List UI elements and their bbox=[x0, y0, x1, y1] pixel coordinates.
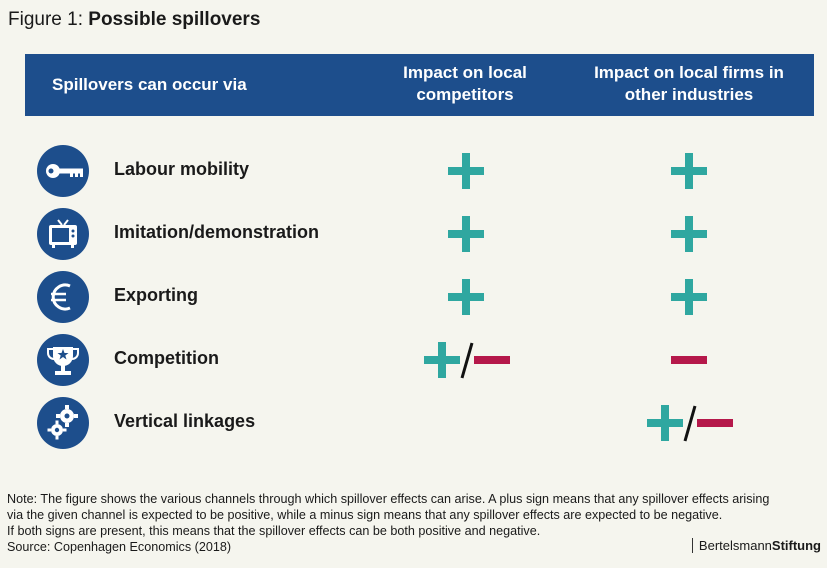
note-line: Note: The figure shows the various chann… bbox=[7, 492, 770, 506]
row-label: Vertical linkages bbox=[114, 411, 256, 431]
gears-icon bbox=[37, 397, 89, 449]
plus-sign bbox=[448, 153, 484, 189]
plus-minus-sign bbox=[424, 342, 510, 379]
header-other-industries: Impact on local firms in other industrie… bbox=[583, 62, 795, 106]
row-label: Exporting bbox=[114, 285, 198, 305]
row-label: Imitation/demonstration bbox=[114, 222, 320, 242]
row-label: Labour mobility bbox=[114, 159, 249, 179]
note-line: via the given channel is expected to be … bbox=[7, 508, 723, 522]
euro-icon bbox=[37, 271, 89, 323]
brand-part2: Stiftung bbox=[771, 538, 821, 553]
note-line: If both signs are present, this means th… bbox=[7, 524, 541, 538]
figure-prefix: Figure 1: bbox=[8, 9, 83, 30]
tv-icon bbox=[37, 208, 89, 260]
key-icon bbox=[37, 145, 89, 197]
figure-title: Figure 1: Possible spillovers bbox=[8, 9, 260, 31]
brand-logo: BertelsmannStiftung bbox=[691, 538, 821, 553]
header-channel: Spillovers can occur via bbox=[52, 75, 247, 94]
row-label: Competition bbox=[114, 348, 219, 368]
plus-sign bbox=[448, 216, 484, 252]
plus-sign bbox=[448, 279, 484, 315]
plus-sign bbox=[671, 153, 707, 189]
trophy-icon bbox=[37, 334, 89, 386]
plus-minus-sign bbox=[647, 405, 733, 442]
figure-title-text: Possible spillovers bbox=[88, 9, 261, 30]
table-row: Imitation/demonstration bbox=[0, 206, 827, 262]
table-row: Competition bbox=[0, 332, 827, 388]
table-row: Vertical linkages bbox=[0, 395, 827, 451]
table-row: Labour mobility bbox=[0, 143, 827, 199]
minus-sign bbox=[671, 356, 707, 364]
header-local-competitors: Impact on local competitors bbox=[373, 62, 557, 106]
source-line: Source: Copenhagen Economics (2018) bbox=[7, 540, 232, 554]
plus-sign bbox=[671, 216, 707, 252]
table-row: Exporting bbox=[0, 269, 827, 325]
table-header: Spillovers can occur via Impact on local… bbox=[25, 54, 814, 116]
header-other-industries-text: Impact on local firms in other industrie… bbox=[594, 63, 784, 104]
footnote: Note: The figure shows the various chann… bbox=[7, 491, 822, 555]
header-local-competitors-text: Impact on local competitors bbox=[403, 63, 527, 104]
brand-part1: Bertelsmann bbox=[698, 538, 772, 553]
plus-sign bbox=[671, 279, 707, 315]
